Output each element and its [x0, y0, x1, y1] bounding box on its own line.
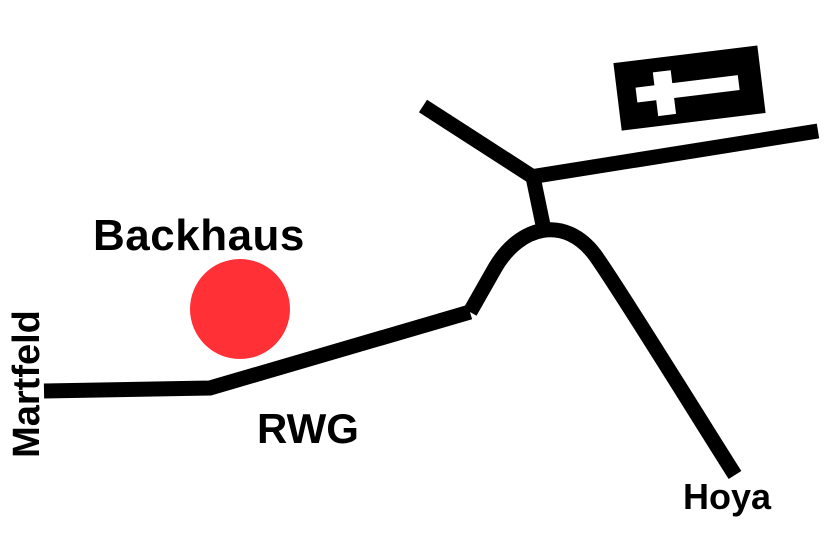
- road-to-martfeld: [43, 304, 473, 399]
- road-curve-to-hoya: [463, 222, 742, 480]
- road-north-west: [418, 99, 538, 184]
- church-icon: [613, 45, 766, 131]
- label-martfeld: Martfeld: [6, 310, 48, 458]
- road-east: [528, 123, 820, 185]
- label-backhaus: Backhaus: [93, 211, 305, 260]
- backhaus-marker: [190, 259, 290, 359]
- label-hoya: Hoya: [683, 476, 772, 517]
- label-rwg: RWG: [257, 405, 359, 452]
- road-connector: [525, 175, 551, 227]
